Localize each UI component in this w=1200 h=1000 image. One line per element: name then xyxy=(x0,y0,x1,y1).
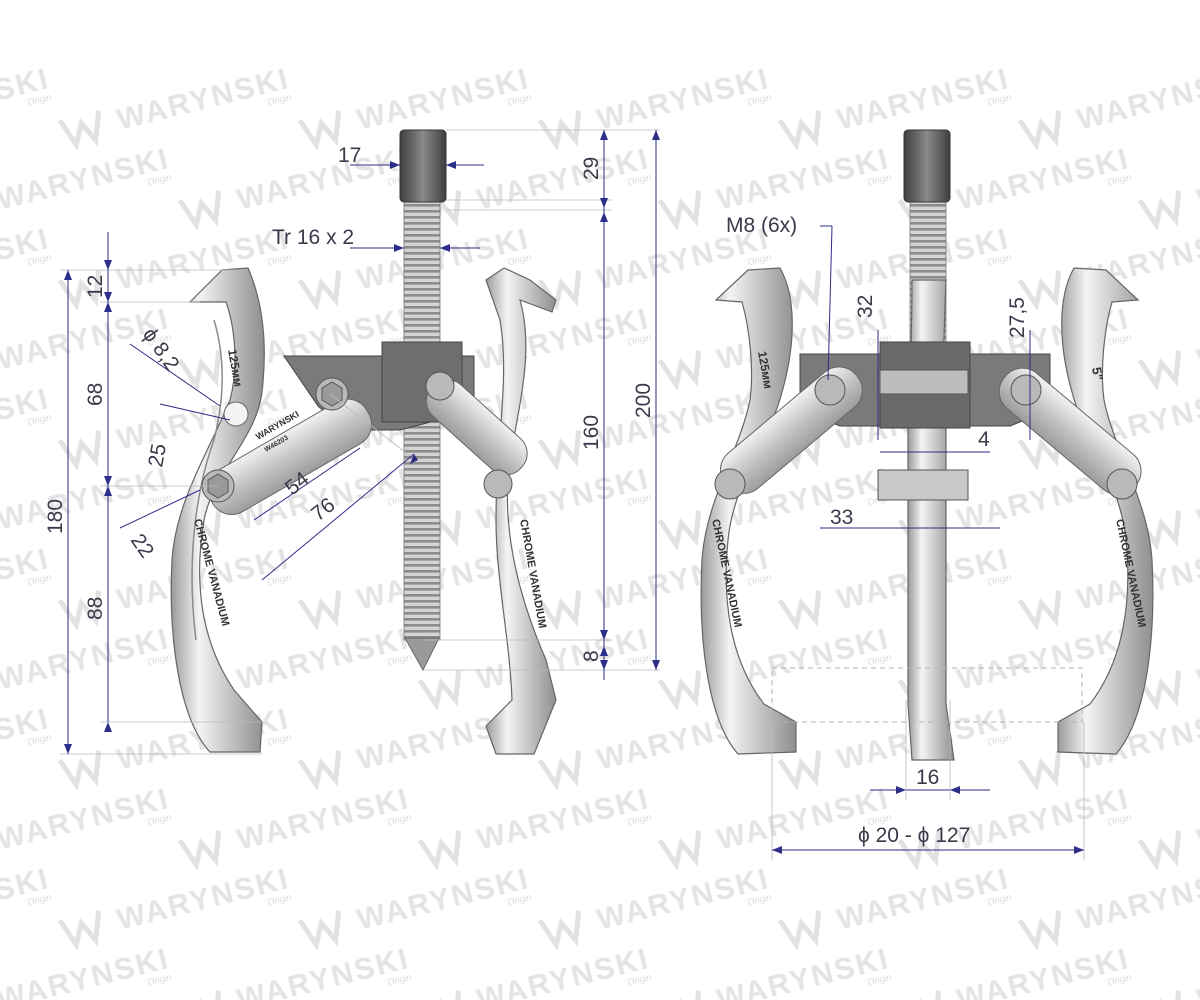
svg-text:WARYNSKI: WARYNSKI xyxy=(1194,142,1200,217)
right-jaw-stamp-size-in: 5" xyxy=(1089,366,1106,382)
dim-bolts: M8 (6x) xyxy=(726,214,797,237)
svg-text:WARYNSKI: WARYNSKI xyxy=(1194,782,1200,857)
left-view-puller: 125мм CHROME VANADIUM CHROME VANADIUM WA… xyxy=(170,129,557,755)
dimension-lines xyxy=(60,129,1085,860)
dim-range: ϕ 20 - ϕ 127 xyxy=(858,824,970,847)
svg-text:WARYNSKI: WARYNSKI xyxy=(0,942,173,1000)
svg-text:WARYNSKI: WARYNSKI xyxy=(1194,302,1200,377)
dim-pin-dia: ϕ 8,2 xyxy=(138,324,184,376)
svg-text:WARYNSKI: WARYNSKI xyxy=(1194,462,1200,537)
dim-jaw-height: 180 xyxy=(44,499,67,534)
svg-text:WARYNSKI: WARYNSKI xyxy=(1194,942,1200,1000)
dim-offset-22: 22 xyxy=(126,530,158,562)
svg-text:WARYNSKI: WARYNSKI xyxy=(954,942,1133,1000)
left-hex-head xyxy=(399,129,447,203)
svg-text:WARYNSKI: WARYNSKI xyxy=(1074,62,1200,137)
dim-hex: 17 xyxy=(338,144,361,167)
svg-text:WARYNSKI: WARYNSKI xyxy=(234,942,413,1000)
left-bolt xyxy=(425,371,455,401)
dim-offset-25: 25 xyxy=(144,442,171,469)
left-bolt xyxy=(483,469,513,499)
dim-upper: 68 xyxy=(84,383,107,406)
svg-text:WARYNSKI: WARYNSKI xyxy=(1074,862,1200,937)
right-bolt xyxy=(714,468,746,500)
dim-plate-32: 32 xyxy=(854,295,877,318)
right-bolt xyxy=(1010,374,1042,406)
jaw-stamp-size: 125мм xyxy=(225,348,245,388)
svg-text:WARYNSKI: WARYNSKI xyxy=(474,942,653,1000)
dim-lower: 88 xyxy=(84,597,107,620)
right-jaw-stamp-size: 125мм xyxy=(755,350,775,390)
dim-thread-length: 160 xyxy=(580,415,603,450)
dim-width-33: 33 xyxy=(830,506,853,529)
dim-hex-height: 29 xyxy=(580,157,603,180)
svg-text:WARYNSKI: WARYNSKI xyxy=(714,942,893,1000)
dim-hook: 12 xyxy=(84,275,107,298)
dim-overall-height: 200 xyxy=(632,383,655,418)
jaw-range-box xyxy=(771,667,1083,723)
dim-plate-27-5: 27,5 xyxy=(1006,297,1029,338)
right-bolt xyxy=(1106,468,1138,500)
dim-tip: 8 xyxy=(580,650,603,662)
right-bolt xyxy=(877,469,969,501)
dim-thread: Tr 16 x 2 xyxy=(272,226,354,249)
right-view-puller: 125мм 5" CHROME VANADIUM CHROME VANADIUM xyxy=(700,129,1154,761)
right-bolt xyxy=(814,374,846,406)
dim-gap-4: 4 xyxy=(978,428,990,451)
left-spindle-tip xyxy=(404,637,440,672)
left-link-plate xyxy=(207,398,373,515)
dimension-labels: 17 Tr 16 x 2 29 160 8 200 12 68 88 180 ϕ… xyxy=(44,144,1029,847)
dim-width-16: 16 xyxy=(916,766,939,789)
right-hex-head xyxy=(903,129,951,203)
svg-text:WARYNSKI: WARYNSKI xyxy=(1194,622,1200,697)
